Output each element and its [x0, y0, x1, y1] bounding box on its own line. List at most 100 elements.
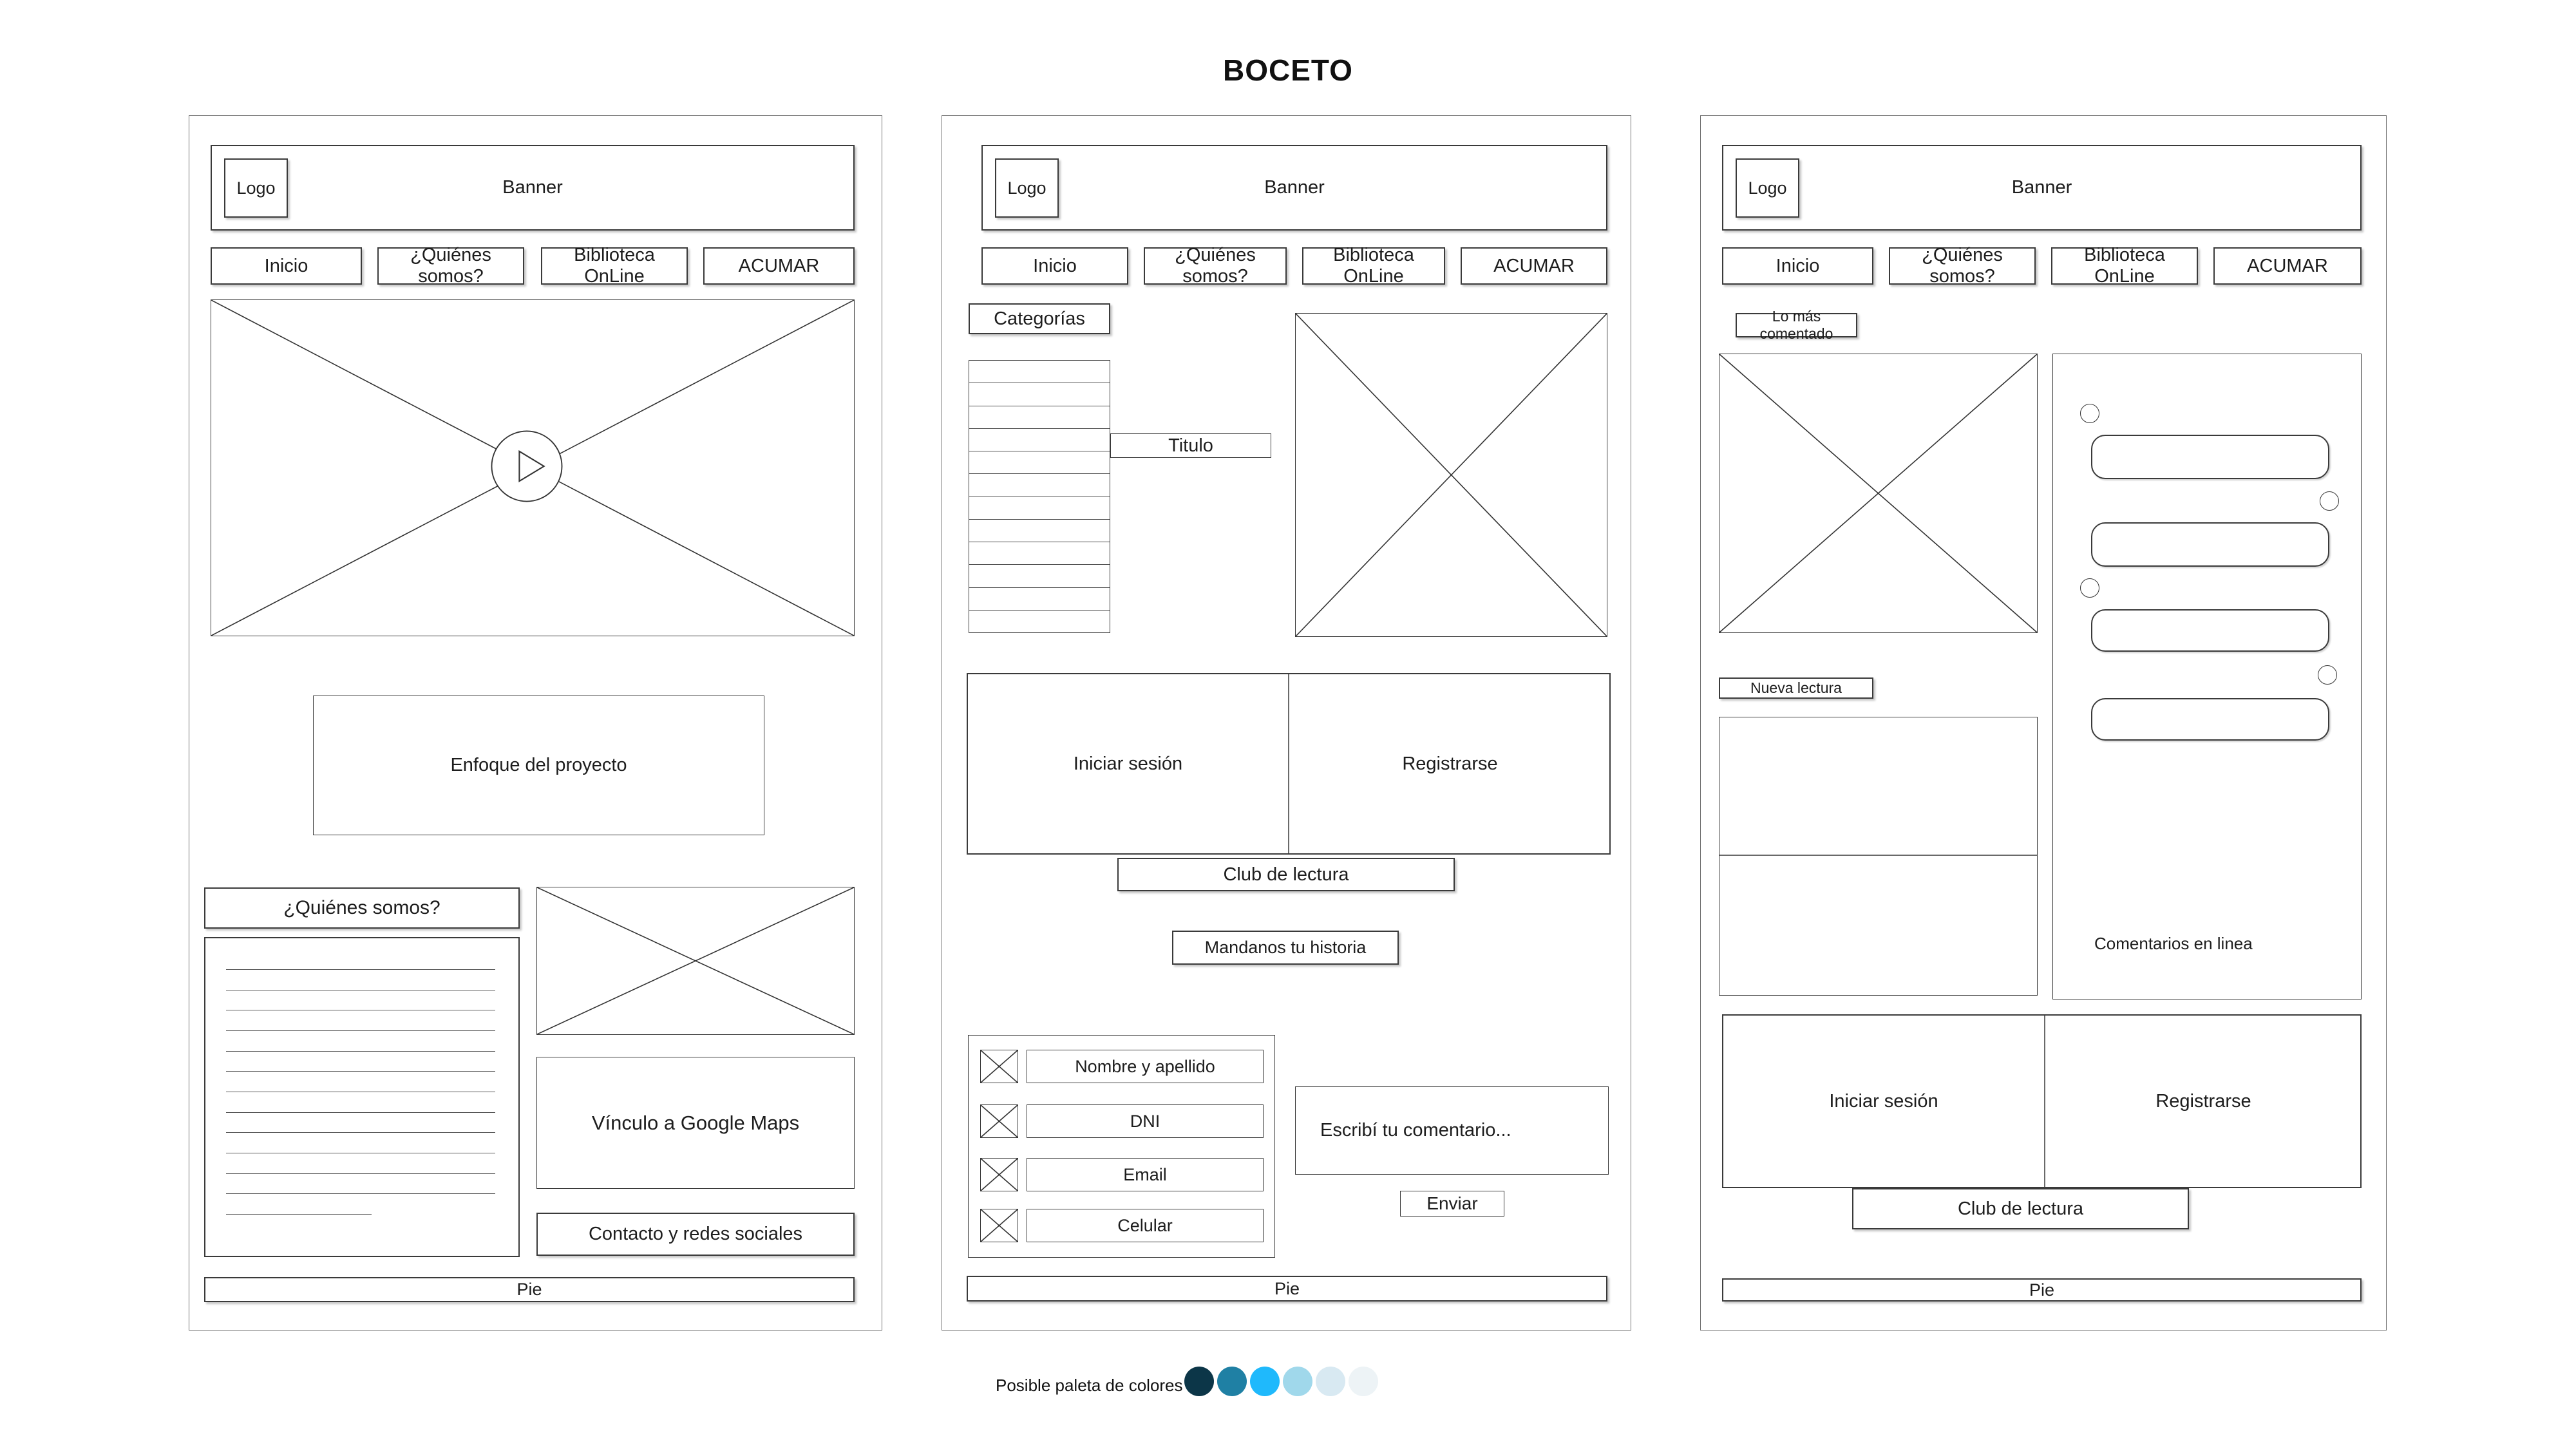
comment-input[interactable]: Escribí tu comentario...: [1295, 1086, 1609, 1175]
banner-placeholder: Banner Logo: [1722, 145, 2362, 231]
lectura-content-placeholder: [1719, 717, 2038, 996]
banner-placeholder: Banner Logo: [211, 145, 855, 231]
image-placeholder: [536, 887, 855, 1035]
nueva-lectura-tag: Nueva lectura: [1719, 677, 1873, 699]
palette-label: Posible paleta de colores: [996, 1376, 1183, 1395]
palette-swatch: [1184, 1367, 1214, 1396]
nav-item-quienes-somos[interactable]: ¿Quiénes somos?: [1144, 245, 1287, 287]
logo-label: Logo: [1748, 178, 1787, 198]
footer-placeholder: Pie: [967, 1276, 1607, 1302]
video-placeholder[interactable]: [211, 299, 855, 636]
banner-label: Banner: [2011, 177, 2072, 198]
wireframe-comentarios: Banner Logo Inicio ¿Quiénes somos? Bibli…: [1700, 115, 2387, 1331]
avatar-circle: [2080, 578, 2099, 598]
wireframe-home: Banner Logo Inicio ¿Quiénes somos? Bibli…: [189, 115, 882, 1331]
content-divider: [1719, 855, 2037, 856]
nav-item-biblioteca-online[interactable]: Biblioteca OnLine: [1302, 245, 1445, 287]
auth-panel: Iniciar sesión Registrarse: [967, 673, 1611, 855]
list-item[interactable]: [969, 518, 1110, 542]
comment-bubble: [2091, 698, 2329, 741]
phone-field[interactable]: Celular: [1027, 1209, 1264, 1242]
list-item[interactable]: [969, 473, 1110, 496]
club-lectura-button[interactable]: Club de lectura: [1852, 1188, 2189, 1229]
nav-item-inicio[interactable]: Inicio: [1722, 247, 1873, 285]
categorias-header[interactable]: Categorías: [969, 303, 1110, 334]
list-item[interactable]: [969, 542, 1110, 564]
palette-swatch: [1316, 1367, 1345, 1396]
nav-item-acumar[interactable]: ACUMAR: [1461, 247, 1607, 285]
quienes-somos-text-placeholder: [204, 937, 520, 1257]
enfoque-proyecto-box: Enfoque del proyecto: [313, 696, 764, 835]
avatar-circle: [2320, 491, 2339, 511]
send-button[interactable]: Enviar: [1400, 1191, 1504, 1217]
list-item[interactable]: [969, 451, 1110, 473]
nav-item-inicio[interactable]: Inicio: [211, 247, 362, 285]
contact-form: Nombre y apellido DNI Email Celular: [968, 1035, 1275, 1258]
logo-label: Logo: [1007, 178, 1046, 198]
register-button[interactable]: Registrarse: [2155, 1090, 2251, 1112]
titulo-box: Titulo: [1110, 433, 1271, 458]
auth-divider: [2044, 1016, 2045, 1187]
avatar-circle: [2318, 665, 2337, 685]
image-x-icon: [537, 887, 854, 1034]
email-field[interactable]: Email: [1027, 1158, 1264, 1191]
dni-field[interactable]: DNI: [1027, 1104, 1264, 1138]
banner-label: Banner: [502, 177, 563, 198]
google-maps-link-box[interactable]: Vínculo a Google Maps: [536, 1057, 855, 1189]
nav-item-inicio[interactable]: Inicio: [981, 247, 1128, 285]
palette-swatch: [1217, 1367, 1247, 1396]
image-x-icon: [1719, 354, 2037, 632]
list-item[interactable]: [969, 587, 1110, 610]
logo-placeholder: Logo: [995, 158, 1059, 218]
login-button[interactable]: Iniciar sesión: [1073, 753, 1183, 774]
image-x-icon: [981, 1050, 1018, 1083]
auth-divider: [1288, 674, 1289, 853]
nav-item-biblioteca-online[interactable]: Biblioteca OnLine: [2051, 245, 2198, 287]
footer-placeholder: Pie: [204, 1277, 855, 1302]
list-item[interactable]: [969, 383, 1110, 405]
auth-panel: Iniciar sesión Registrarse: [1722, 1014, 2362, 1188]
palette-swatch: [1283, 1367, 1312, 1396]
quienes-somos-header: ¿Quiénes somos?: [204, 887, 520, 929]
play-icon[interactable]: [489, 429, 564, 504]
comentarios-linea-label: Comentarios en linea: [2094, 934, 2253, 953]
list-item[interactable]: [969, 609, 1110, 632]
form-icon-placeholder: [980, 1209, 1018, 1242]
club-lectura-button[interactable]: Club de lectura: [1117, 858, 1455, 891]
form-icon-placeholder: [980, 1050, 1018, 1083]
logo-placeholder: Logo: [1736, 158, 1799, 218]
form-icon-placeholder: [980, 1104, 1018, 1138]
color-palette: [1184, 1367, 1378, 1396]
banner-label: Banner: [1264, 177, 1325, 198]
contacto-redes-box[interactable]: Contacto y redes sociales: [536, 1213, 855, 1256]
nav-item-acumar[interactable]: ACUMAR: [703, 247, 855, 285]
list-item[interactable]: [969, 405, 1110, 428]
list-item[interactable]: [969, 428, 1110, 451]
list-item[interactable]: [969, 564, 1110, 587]
wireframe-biblioteca: Banner Logo Inicio ¿Quiénes somos? Bibli…: [942, 115, 1631, 1331]
comment-bubble: [2091, 435, 2329, 479]
mandanos-historia-button[interactable]: Mandanos tu historia: [1172, 931, 1399, 965]
image-placeholder: [1295, 313, 1607, 637]
name-field[interactable]: Nombre y apellido: [1027, 1050, 1264, 1083]
palette-swatch: [1349, 1367, 1378, 1396]
image-placeholder: [1719, 354, 2038, 633]
image-x-icon: [981, 1209, 1018, 1242]
comments-panel: Comentarios en linea: [2052, 354, 2362, 999]
login-button[interactable]: Iniciar sesión: [1829, 1090, 1938, 1112]
nav-item-quienes-somos[interactable]: ¿Quiénes somos?: [1889, 245, 2036, 287]
image-x-icon: [981, 1105, 1018, 1137]
nav-item-biblioteca-online[interactable]: Biblioteca OnLine: [541, 245, 688, 287]
palette-swatch: [1250, 1367, 1280, 1396]
comment-bubble: [2091, 609, 2329, 652]
categorias-list[interactable]: [969, 360, 1110, 633]
list-item[interactable]: [969, 361, 1110, 383]
register-button[interactable]: Registrarse: [1402, 753, 1498, 774]
form-icon-placeholder: [980, 1158, 1018, 1191]
nav-item-acumar[interactable]: ACUMAR: [2213, 247, 2362, 285]
nav-item-quienes-somos[interactable]: ¿Quiénes somos?: [377, 245, 524, 287]
comment-bubble: [2091, 522, 2329, 567]
list-item[interactable]: [969, 496, 1110, 519]
page-title: BOCETO: [1223, 53, 1353, 87]
image-x-icon: [1296, 314, 1607, 636]
